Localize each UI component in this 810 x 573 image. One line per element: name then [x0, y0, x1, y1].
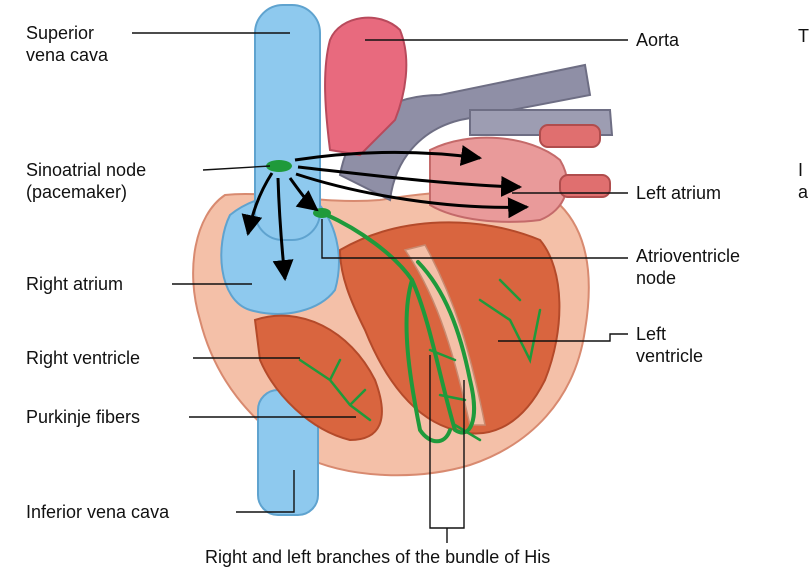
edge-fragment-2: I: [798, 160, 803, 181]
label-left-atrium: Left atrium: [636, 182, 721, 204]
label-right-ventricle: Right ventricle: [26, 347, 140, 369]
label-purkinje-fibers: Purkinje fibers: [26, 406, 140, 428]
label-aorta: Aorta: [636, 29, 679, 51]
label-bundle-of-his: Right and left branches of the bundle of…: [205, 546, 550, 568]
pulmonary-vein-upper: [540, 125, 600, 147]
label-sinoatrial-node: Sinoatrial node(pacemaker): [26, 159, 146, 203]
edge-fragment-1: T: [798, 26, 809, 47]
left-atrium-shape: [430, 138, 567, 222]
label-inferior-vena-cava: Inferior vena cava: [26, 501, 169, 523]
edge-fragment-3: a: [798, 182, 808, 203]
label-right-atrium: Right atrium: [26, 273, 123, 295]
